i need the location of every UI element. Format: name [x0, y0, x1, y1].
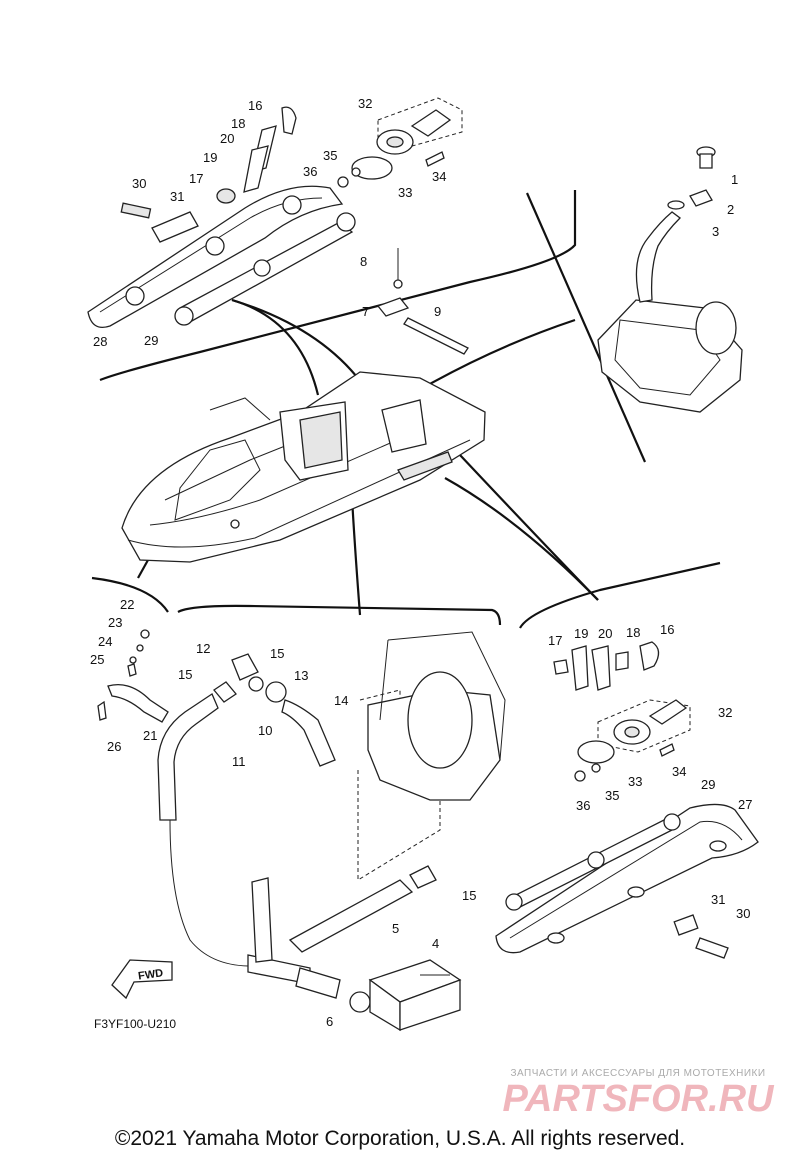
callout-31-top: 31 — [170, 189, 184, 204]
callout-36-bottom: 36 — [576, 798, 590, 813]
callout-31-bottom: 31 — [711, 892, 725, 907]
callout-32-bottom: 32 — [718, 705, 732, 720]
callout-7: 7 — [362, 304, 369, 319]
callout-10: 10 — [258, 723, 272, 738]
jet-pump-housing — [597, 146, 743, 413]
callout-15-left: 15 — [178, 667, 192, 682]
callout-9: 9 — [434, 304, 441, 319]
ecu-box — [368, 959, 462, 1032]
hose-clamp-parts — [376, 248, 469, 355]
callout-16-bottom: 16 — [660, 622, 674, 637]
callout-21: 21 — [143, 728, 157, 743]
callout-8: 8 — [360, 254, 367, 269]
callout-19-bottom: 19 — [574, 626, 588, 641]
callout-20-bottom: 20 — [598, 626, 612, 641]
watermark-logo: PARTSFOR.RU — [502, 1078, 774, 1120]
callout-18-top: 18 — [231, 116, 245, 131]
callout-35-top: 35 — [323, 148, 337, 163]
bottom-right-hardware — [553, 641, 660, 691]
callout-2: 2 — [727, 202, 734, 217]
callout-35-bottom: 35 — [605, 788, 619, 803]
callout-36-top: 36 — [303, 164, 317, 179]
section-borders — [91, 190, 721, 629]
callout-19-top: 19 — [203, 150, 217, 165]
callout-24: 24 — [98, 634, 112, 649]
watercraft-body — [121, 371, 486, 563]
pump-housing-lower — [357, 631, 506, 881]
exhaust-hoses — [157, 653, 437, 1013]
callout-1: 1 — [731, 172, 738, 187]
forward-arrow — [111, 959, 173, 1000]
callout-6: 6 — [326, 1014, 333, 1029]
callout-33-top: 33 — [398, 185, 412, 200]
callout-18-bottom: 18 — [626, 625, 640, 640]
callout-30-top: 30 — [132, 176, 146, 191]
callout-12: 12 — [196, 641, 210, 656]
top-drain-plug-group — [337, 97, 463, 188]
callout-34-bottom: 34 — [672, 764, 686, 779]
callout-29-top: 29 — [144, 333, 158, 348]
leader-lines — [137, 298, 599, 616]
watermark-tagline: ЗАПЧАСТИ И АКСЕССУАРЫ ДЛЯ МОТОТЕХНИКИ — [510, 1068, 766, 1079]
callout-labels: 1 2 3 8 7 9 16 18 20 19 17 30 31 32 35 3… — [90, 96, 752, 1031]
bottom-step-plate-assembly — [495, 803, 759, 959]
callout-15-lower: 15 — [462, 888, 476, 903]
callout-28: 28 — [93, 334, 107, 349]
callout-14: 14 — [334, 693, 348, 708]
part-code: F3YF100-U210 — [94, 1017, 176, 1031]
callout-33-bottom: 33 — [628, 774, 642, 789]
copyright-footer: ©2021 Yamaha Motor Corporation, U.S.A. A… — [114, 1127, 686, 1150]
callout-34-top: 34 — [432, 169, 446, 184]
callout-4: 4 — [432, 936, 439, 951]
callout-26: 26 — [107, 739, 121, 754]
bracket-hardware — [97, 629, 169, 723]
callout-22: 22 — [120, 597, 134, 612]
callout-29-bottom: 29 — [701, 777, 715, 792]
callout-32-top: 32 — [358, 96, 372, 111]
callout-20-top: 20 — [220, 131, 234, 146]
top-hook-hardware — [216, 106, 297, 204]
callout-25: 25 — [90, 652, 104, 667]
callout-30-bottom: 30 — [736, 906, 750, 921]
forward-label: FWD — [137, 967, 164, 982]
watermark: ЗАПЧАСТИ И АКСЕССУАРЫ ДЛЯ МОТОТЕХНИКИ PA… — [488, 1068, 788, 1119]
top-step-plate-assembly — [87, 185, 356, 329]
callout-15-mid: 15 — [270, 646, 284, 661]
callout-17-bottom: 17 — [548, 633, 562, 648]
callout-17-top: 17 — [189, 171, 203, 186]
callout-23: 23 — [108, 615, 122, 630]
callout-3: 3 — [712, 224, 719, 239]
callout-11: 11 — [232, 754, 246, 769]
callout-27: 27 — [738, 797, 752, 812]
bottom-drain-plug-group — [574, 699, 691, 782]
callout-13: 13 — [294, 668, 308, 683]
callout-5: 5 — [392, 921, 399, 936]
callout-16-top: 16 — [248, 98, 262, 113]
